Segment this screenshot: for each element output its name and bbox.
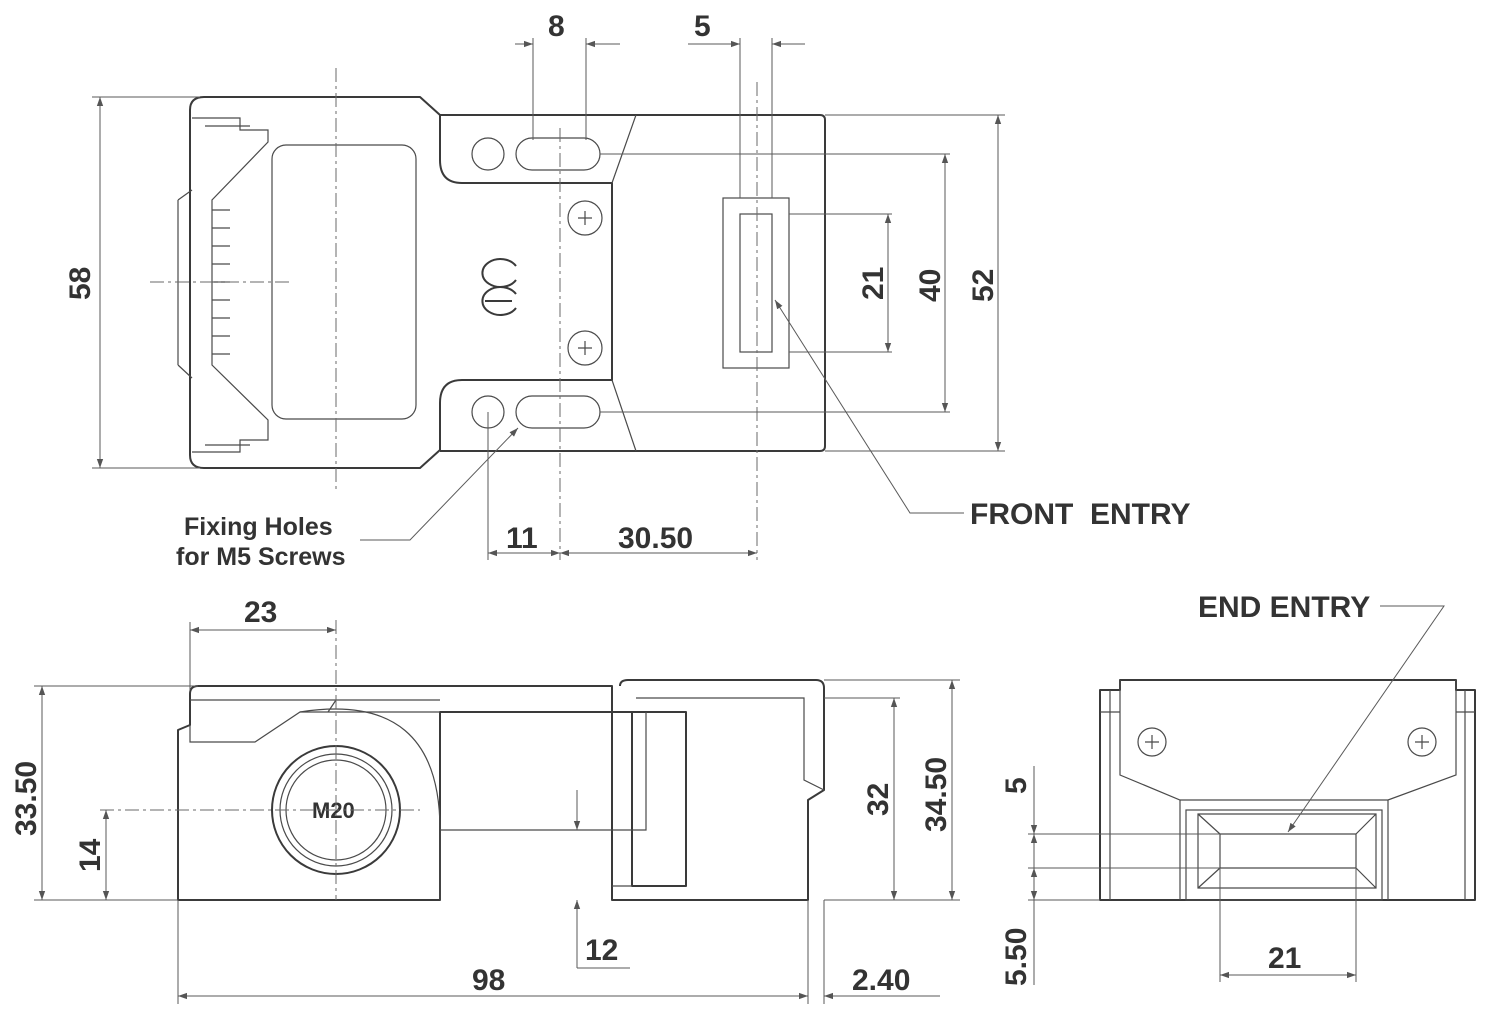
dim-end-slot-bottom: 5.50 bbox=[1000, 928, 1033, 986]
fixing-hole-top-round bbox=[471, 137, 505, 171]
end-view-housing bbox=[1100, 680, 1475, 900]
top-view-head bbox=[440, 114, 826, 452]
dim-head-inner: 32 bbox=[862, 783, 895, 816]
side-view-boss bbox=[299, 708, 441, 900]
dim-hole-pitch: 40 bbox=[914, 269, 947, 302]
dim-entry-height: 21 bbox=[857, 267, 890, 300]
screw-icon bbox=[1137, 727, 1167, 757]
dim-side-overall-height: 33.50 bbox=[10, 761, 43, 836]
fixing-holes-label-line2: for M5 Screws bbox=[176, 543, 346, 571]
dim-overall-height: 58 bbox=[64, 267, 97, 300]
ce-mark-icon bbox=[481, 258, 517, 316]
screw-icon bbox=[567, 200, 603, 236]
front-entry-label: FRONT ENTRY bbox=[970, 498, 1191, 531]
top-view-left-cap bbox=[177, 117, 269, 453]
dim-key-depth: 12 bbox=[585, 934, 618, 967]
end-entry-label: END ENTRY bbox=[1198, 591, 1370, 624]
screw-icon bbox=[567, 330, 603, 366]
end-view: 5 5.50 21 END ENTRY bbox=[1000, 591, 1476, 986]
dim-conduit-offset: 23 bbox=[244, 596, 277, 629]
top-view-panel bbox=[271, 144, 417, 420]
dim-hole-spacing: 11 bbox=[506, 522, 538, 555]
fixing-holes-label-line1: Fixing Holes bbox=[184, 513, 333, 541]
side-view-head bbox=[611, 679, 825, 901]
dim-entry-to-hole: 30.50 bbox=[618, 522, 693, 555]
side-view: M20 23 33.50 14 32 34.50 12 bbox=[10, 596, 960, 1004]
dim-end-slot-width: 21 bbox=[1268, 942, 1301, 975]
dim-head-overall: 34.50 bbox=[920, 757, 953, 832]
end-entry-frame bbox=[1185, 809, 1383, 901]
top-view-head-bevel bbox=[611, 114, 637, 452]
dim-end-slot-height: 5 bbox=[1000, 777, 1033, 794]
top-view: 8 5 58 21 40 52 11 bbox=[64, 10, 1191, 571]
fixing-hole-top-slot bbox=[515, 137, 601, 171]
end-entry-slot bbox=[1197, 813, 1377, 889]
dim-conduit-height: 14 bbox=[74, 838, 107, 872]
dim-head-height: 52 bbox=[967, 269, 1000, 302]
screw-icon bbox=[1407, 727, 1437, 757]
side-view-lid bbox=[189, 699, 440, 743]
front-entry-slot-inner bbox=[739, 213, 773, 353]
side-view-body-outline bbox=[177, 685, 613, 901]
dim-overall-length: 98 bbox=[472, 964, 505, 997]
dim-slot-width: 8 bbox=[548, 10, 565, 43]
dim-entry-offset: 5 bbox=[694, 10, 711, 43]
front-entry-slot-outer bbox=[722, 197, 790, 369]
dim-head-step: 2.40 bbox=[852, 964, 910, 997]
side-view-head-inner bbox=[440, 697, 825, 887]
fixing-hole-bottom-slot bbox=[515, 395, 601, 429]
